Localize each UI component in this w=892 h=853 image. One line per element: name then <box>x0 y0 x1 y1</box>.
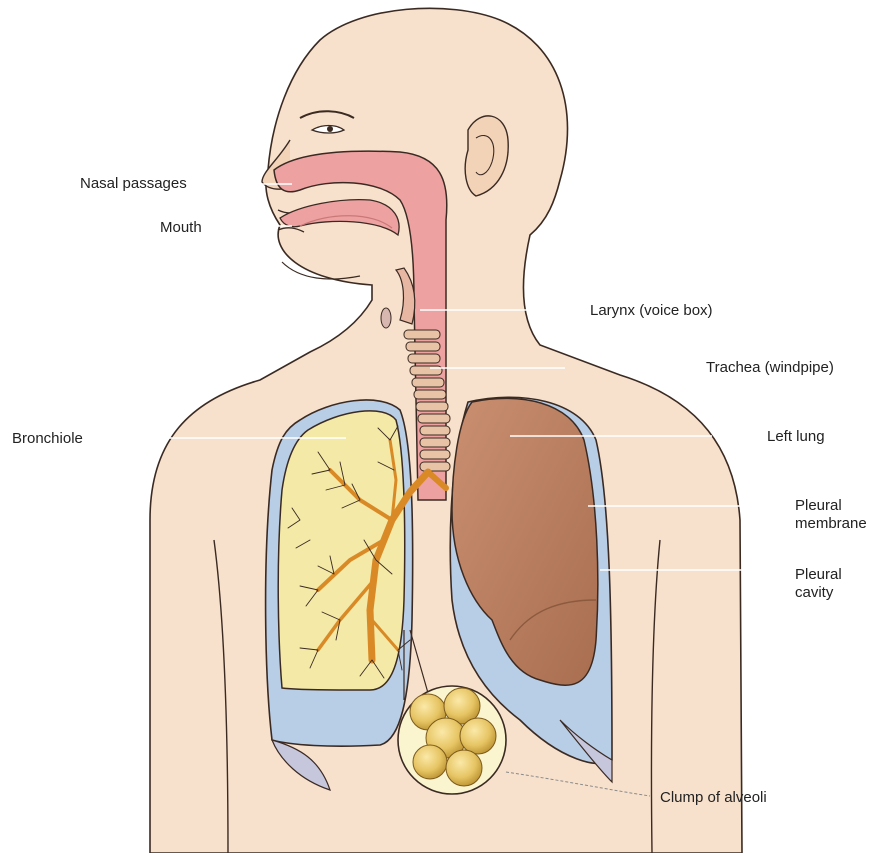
label-pleural-membrane: Pleural membrane <box>795 497 867 533</box>
label-larynx: Larynx (voice box) <box>590 302 713 320</box>
label-mouth: Mouth <box>160 219 202 237</box>
right-lung <box>278 411 405 690</box>
label-trachea: Trachea (windpipe) <box>706 359 834 377</box>
label-pleural-cavity: Pleural cavity <box>795 566 842 602</box>
label-nasal-passages: Nasal passages <box>80 175 187 193</box>
label-left-lung: Left lung <box>767 428 825 446</box>
label-bronchiole: Bronchiole <box>12 430 83 448</box>
label-alveoli: Clump of alveoli <box>660 789 767 807</box>
